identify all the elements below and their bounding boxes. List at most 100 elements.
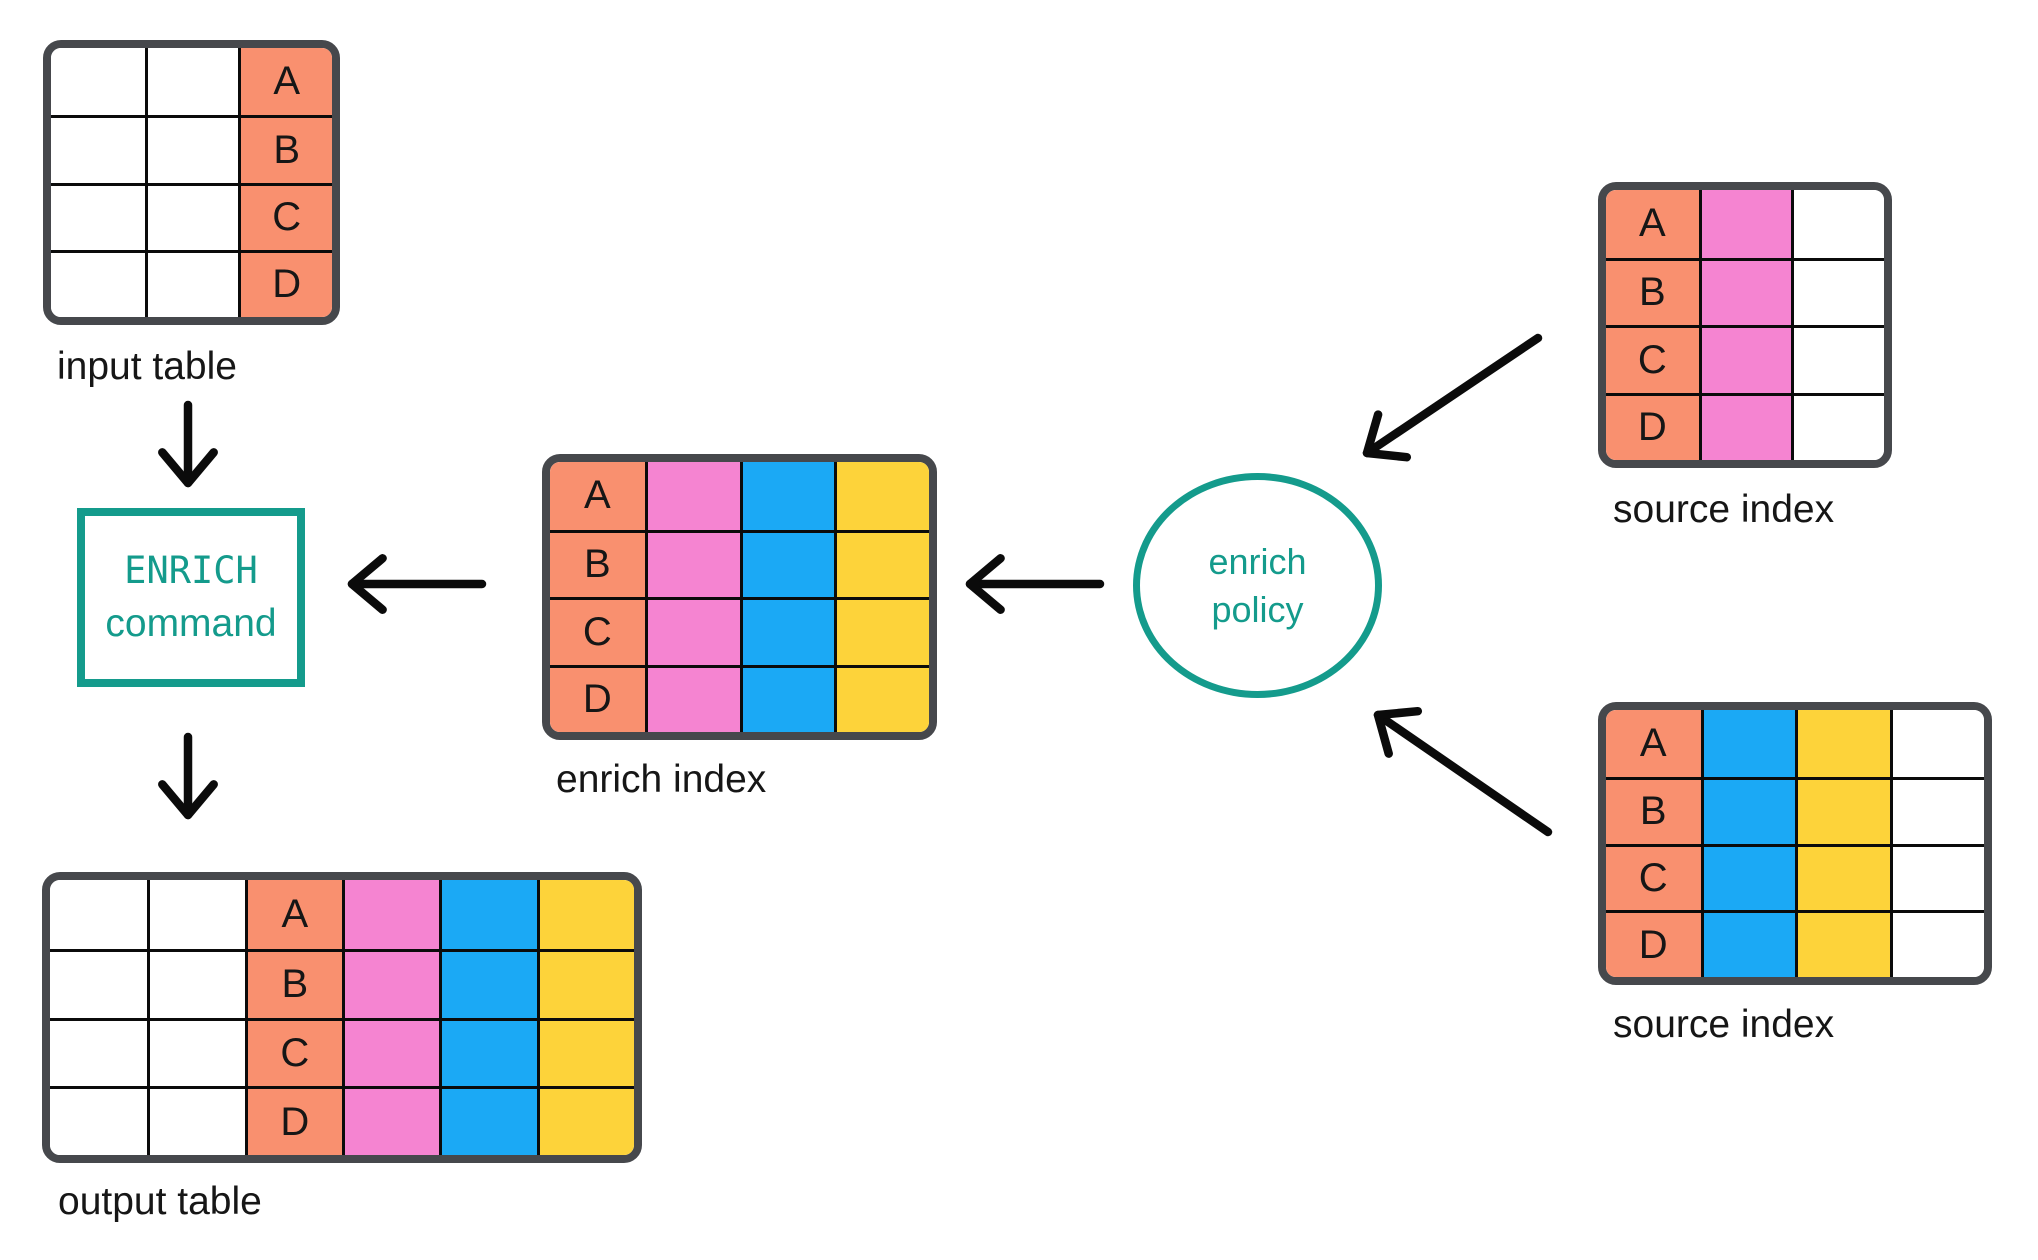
key-letter: B — [1638, 270, 1666, 315]
table-cell — [50, 880, 148, 949]
key-cell-D: D — [238, 249, 332, 317]
key-letter: A — [281, 891, 309, 936]
key-cell-B: B — [550, 529, 645, 597]
arrow-policy-to-index — [965, 554, 1105, 614]
key-cell-B: B — [1606, 776, 1701, 844]
key-letter: D — [582, 677, 612, 722]
table-cell — [1791, 190, 1884, 258]
table-cell — [1889, 910, 1984, 977]
table-cell — [1700, 843, 1795, 911]
enrich-policy-circle: enrich policy — [1133, 473, 1382, 698]
output-table-label: output table — [58, 1180, 262, 1223]
key-letter: C — [280, 1030, 310, 1075]
table-cell — [1700, 710, 1795, 777]
arrow-source-top-to-policy — [1362, 333, 1543, 462]
enrich-policy-line2: policy — [1211, 588, 1304, 630]
table-cell — [536, 880, 634, 949]
table-cell — [1791, 325, 1884, 393]
table-cell — [50, 1086, 148, 1155]
key-letter: C — [1638, 855, 1668, 900]
table-cell — [439, 1017, 537, 1087]
table-cell — [342, 1017, 440, 1087]
table-cell — [644, 664, 740, 732]
table-cell — [1795, 776, 1890, 844]
table-cell — [644, 597, 740, 665]
key-letter: B — [281, 962, 309, 1007]
table-cell — [51, 249, 145, 317]
table-cell — [51, 182, 145, 250]
table-cell — [51, 48, 145, 116]
key-cell-D: D — [550, 664, 645, 732]
key-cell-D: D — [244, 1086, 342, 1155]
table-cell — [834, 529, 929, 597]
enrich-command-box: ENRICH command — [77, 508, 305, 687]
table-cell — [536, 1086, 634, 1155]
table-cell — [147, 948, 245, 1018]
key-letter: C — [1637, 337, 1667, 382]
table-cell — [1698, 257, 1792, 325]
key-cell-A: A — [550, 462, 645, 530]
source-index-top-label: source index — [1613, 488, 1835, 531]
key-cell-B: B — [238, 115, 332, 183]
key-cell-C: C — [238, 182, 332, 250]
key-cell-D: D — [1606, 392, 1699, 460]
table-cell — [51, 115, 145, 183]
key-letter: D — [1638, 922, 1668, 967]
table-cell — [739, 664, 835, 732]
table-cell — [1795, 910, 1890, 977]
table-cell — [1889, 776, 1984, 844]
table-cell — [147, 1017, 245, 1087]
key-letter: A — [273, 59, 300, 104]
arrow-source-bottom-to-policy — [1373, 706, 1553, 837]
enrich-policy-line1: enrich — [1208, 540, 1307, 582]
source-index-bottom-label: source index — [1613, 1003, 1835, 1046]
table-cell — [1795, 843, 1890, 911]
table-cell — [342, 1086, 440, 1155]
key-letter: D — [272, 262, 302, 307]
table-cell — [536, 948, 634, 1018]
input-table-label: input table — [57, 345, 237, 388]
table-cell — [50, 948, 148, 1018]
table-cell — [147, 1086, 245, 1155]
table-cell — [439, 1086, 537, 1155]
table-cell — [739, 462, 835, 530]
key-letter: B — [1639, 789, 1667, 834]
table-cell — [144, 48, 239, 116]
table-cell — [1700, 776, 1795, 844]
table-cell — [1791, 392, 1884, 460]
table-cell — [834, 664, 929, 732]
table-cell — [739, 597, 835, 665]
table-cell — [342, 948, 440, 1018]
table-cell — [1698, 190, 1792, 258]
table-cell — [1700, 910, 1795, 977]
table-cell — [644, 462, 740, 530]
key-letter: D — [1637, 405, 1667, 450]
key-cell-B: B — [244, 948, 342, 1018]
table-cell — [144, 182, 239, 250]
key-cell-D: D — [1606, 910, 1701, 977]
key-letter: A — [584, 473, 611, 518]
table-cell — [536, 1017, 634, 1087]
table-cell — [834, 597, 929, 665]
key-cell-C: C — [1606, 843, 1701, 911]
key-cell-C: C — [550, 597, 645, 665]
key-cell-A: A — [238, 48, 332, 116]
table-cell — [834, 462, 929, 530]
key-letter: C — [272, 195, 302, 240]
table-cell — [147, 880, 245, 949]
arrow-index-to-command — [347, 554, 487, 614]
table-cell — [1698, 392, 1792, 460]
key-cell-B: B — [1606, 257, 1699, 325]
key-cell-A: A — [244, 880, 342, 949]
key-letter: A — [1639, 720, 1667, 765]
key-cell-C: C — [244, 1017, 342, 1087]
arrow-input-to-command — [158, 400, 218, 488]
key-cell-C: C — [1606, 325, 1699, 393]
key-letter: B — [584, 542, 611, 587]
